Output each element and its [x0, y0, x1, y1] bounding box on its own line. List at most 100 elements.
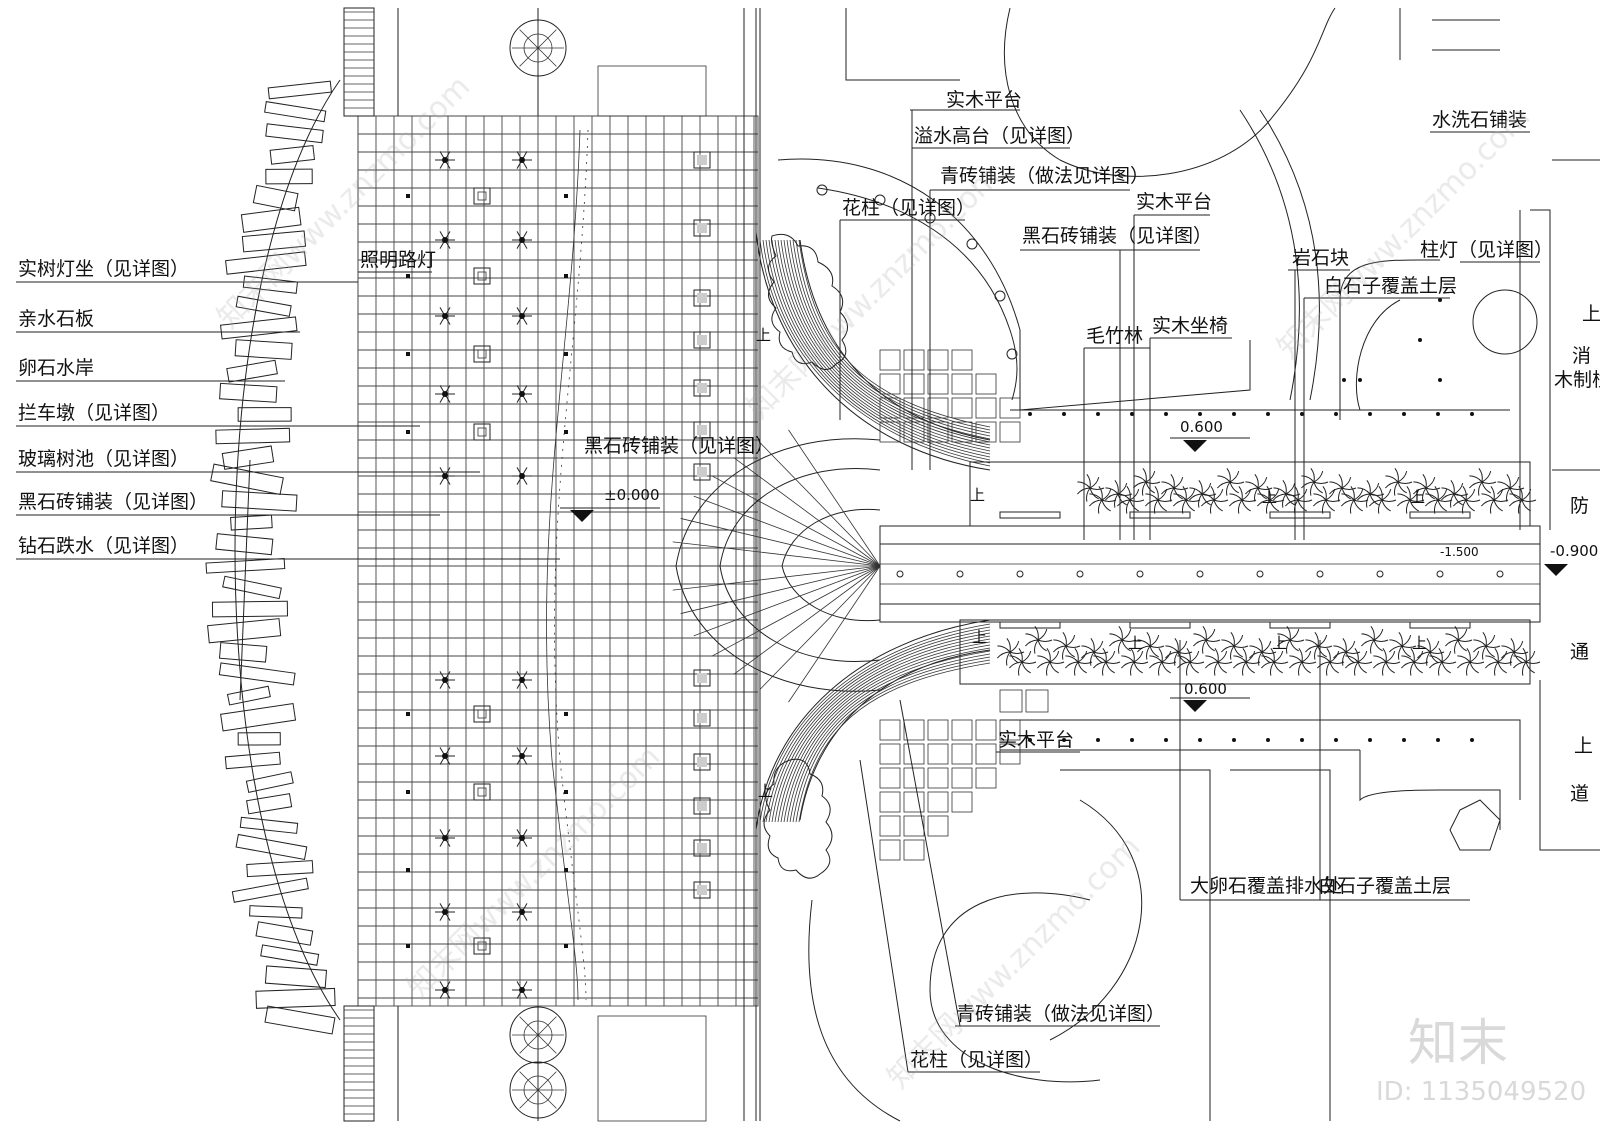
bamboo-leaf: [1173, 476, 1184, 489]
bench-bar: [999, 621, 1061, 629]
brick-block: [927, 815, 949, 837]
blue-brick-paving-blocks: [879, 349, 1049, 861]
bamboo-leaf: [1245, 661, 1255, 674]
fountain-jet: [1256, 570, 1264, 578]
bamboo-leaf: [1145, 481, 1161, 485]
bamboo-leaf: [1394, 468, 1399, 483]
bamboo-leaf: [1061, 645, 1067, 660]
bamboo-leaf: [1241, 499, 1257, 503]
bamboo-leaf: [1429, 661, 1443, 669]
bamboo-leaf: [1437, 499, 1453, 503]
bamboo-leaf: [1337, 487, 1343, 502]
bamboo-leaf: [1309, 481, 1315, 496]
bamboo-leaf: [1217, 475, 1231, 483]
tree-pit-center: [519, 473, 525, 479]
bamboo-leaf: [1326, 648, 1331, 663]
bamboo-leaf: [1521, 499, 1531, 512]
bamboo-leaf: [1233, 655, 1247, 663]
bamboo-leaf: [1445, 639, 1459, 647]
bamboo-leaf: [1245, 487, 1259, 495]
bamboo-leaf: [1254, 474, 1259, 489]
bamboo-leaf: [1313, 499, 1327, 507]
label-waterside-slab: 亲水石板: [18, 308, 94, 330]
bamboo-leaf: [1205, 661, 1219, 669]
bamboo-leaf: [1257, 499, 1271, 507]
plaque: [693, 753, 711, 771]
bamboo-leaf: [1457, 639, 1473, 643]
bamboo-leaf: [1037, 661, 1051, 669]
tree-branch: [537, 1034, 557, 1054]
bamboo-leaf: [1205, 639, 1215, 652]
bamboo-leaf: [1525, 661, 1541, 665]
brick-block: [999, 397, 1021, 419]
bamboo-leaf: [1513, 661, 1527, 669]
bamboo-leaf: [1366, 480, 1371, 495]
lamp-dot: [1438, 378, 1442, 382]
lamp-dot: [1198, 738, 1202, 742]
bamboo-leaf: [1370, 626, 1375, 641]
bamboo-leaf: [1517, 499, 1523, 514]
bamboo-leaf: [1205, 628, 1216, 641]
bamboo-leaf: [1401, 655, 1415, 663]
bamboo-leaf: [1273, 661, 1283, 674]
bamboo-leaf: [1245, 481, 1259, 489]
bamboo-leaf: [1509, 651, 1515, 666]
road-lines: [397, 8, 761, 1122]
bamboo-leaf: [1385, 475, 1399, 483]
tree-pit-center: [442, 391, 448, 397]
label-black-brick-center: 黑石砖铺装（见详图）: [584, 435, 774, 457]
stepping-stone: [249, 905, 303, 919]
bamboo-leaf: [1257, 476, 1268, 489]
bamboo-leaf: [1129, 488, 1140, 501]
bamboo-leaf: [997, 645, 1011, 653]
tree-branch: [537, 47, 557, 67]
bamboo-leaf: [1429, 655, 1443, 663]
bamboo-leaf: [1509, 487, 1525, 491]
bamboo-leaf: [1213, 499, 1223, 512]
bamboo-leaf: [1497, 650, 1508, 663]
step-line: [777, 641, 991, 823]
svg-text:上: 上: [1574, 735, 1593, 757]
bamboo-leaf: [1453, 493, 1467, 501]
tree-pit-center: [442, 157, 448, 163]
stepping-stone: [264, 1005, 336, 1035]
stepping-stone: [219, 382, 278, 403]
bamboo-leaf: [1329, 661, 1345, 665]
bamboo-leaf: [1281, 493, 1287, 508]
bamboo-leaf: [1153, 499, 1159, 514]
bamboo-leaf: [1398, 632, 1403, 647]
bamboo-leaf: [1149, 645, 1159, 658]
label-wood-deck-bottom: 实木平台: [998, 729, 1074, 751]
bamboo-leaf: [1146, 632, 1151, 647]
bench-bar: [1409, 511, 1471, 519]
brick-block: [951, 743, 973, 765]
tree-branch: [519, 47, 539, 67]
fountain-jet: [1016, 570, 1024, 578]
brick-block: [951, 397, 973, 419]
bamboo-leaf: [1441, 487, 1455, 495]
bamboo-leaf: [1457, 655, 1471, 663]
brick-block: [951, 767, 973, 789]
bamboo-leaf: [1342, 638, 1347, 653]
bamboo-leaf: [1465, 661, 1471, 676]
bamboo-leaf: [1174, 638, 1179, 653]
bamboo-leaf: [1121, 639, 1131, 652]
brick-block: [927, 743, 949, 765]
stepping-stone: [220, 702, 297, 732]
stepping-stone: [215, 533, 274, 556]
bamboo-leaf: [1285, 493, 1299, 501]
bamboo-leaf: [1298, 648, 1303, 663]
bamboo-leaf: [1354, 648, 1359, 663]
bamboo-leaf: [1345, 655, 1359, 663]
bamboo-leaf: [1261, 661, 1275, 669]
bamboo-leaf: [1521, 499, 1537, 503]
bamboo-leaf: [1006, 638, 1011, 653]
bamboo-leaf: [1018, 648, 1023, 663]
label-wood-deck-top: 实木平台: [946, 89, 1022, 111]
brick-block: [951, 349, 973, 371]
bollard: [564, 790, 568, 794]
bamboo-leaf: [1509, 476, 1520, 489]
fountain-jet: [956, 570, 964, 578]
step-line: [792, 656, 991, 823]
tree-branch: [519, 1034, 539, 1054]
